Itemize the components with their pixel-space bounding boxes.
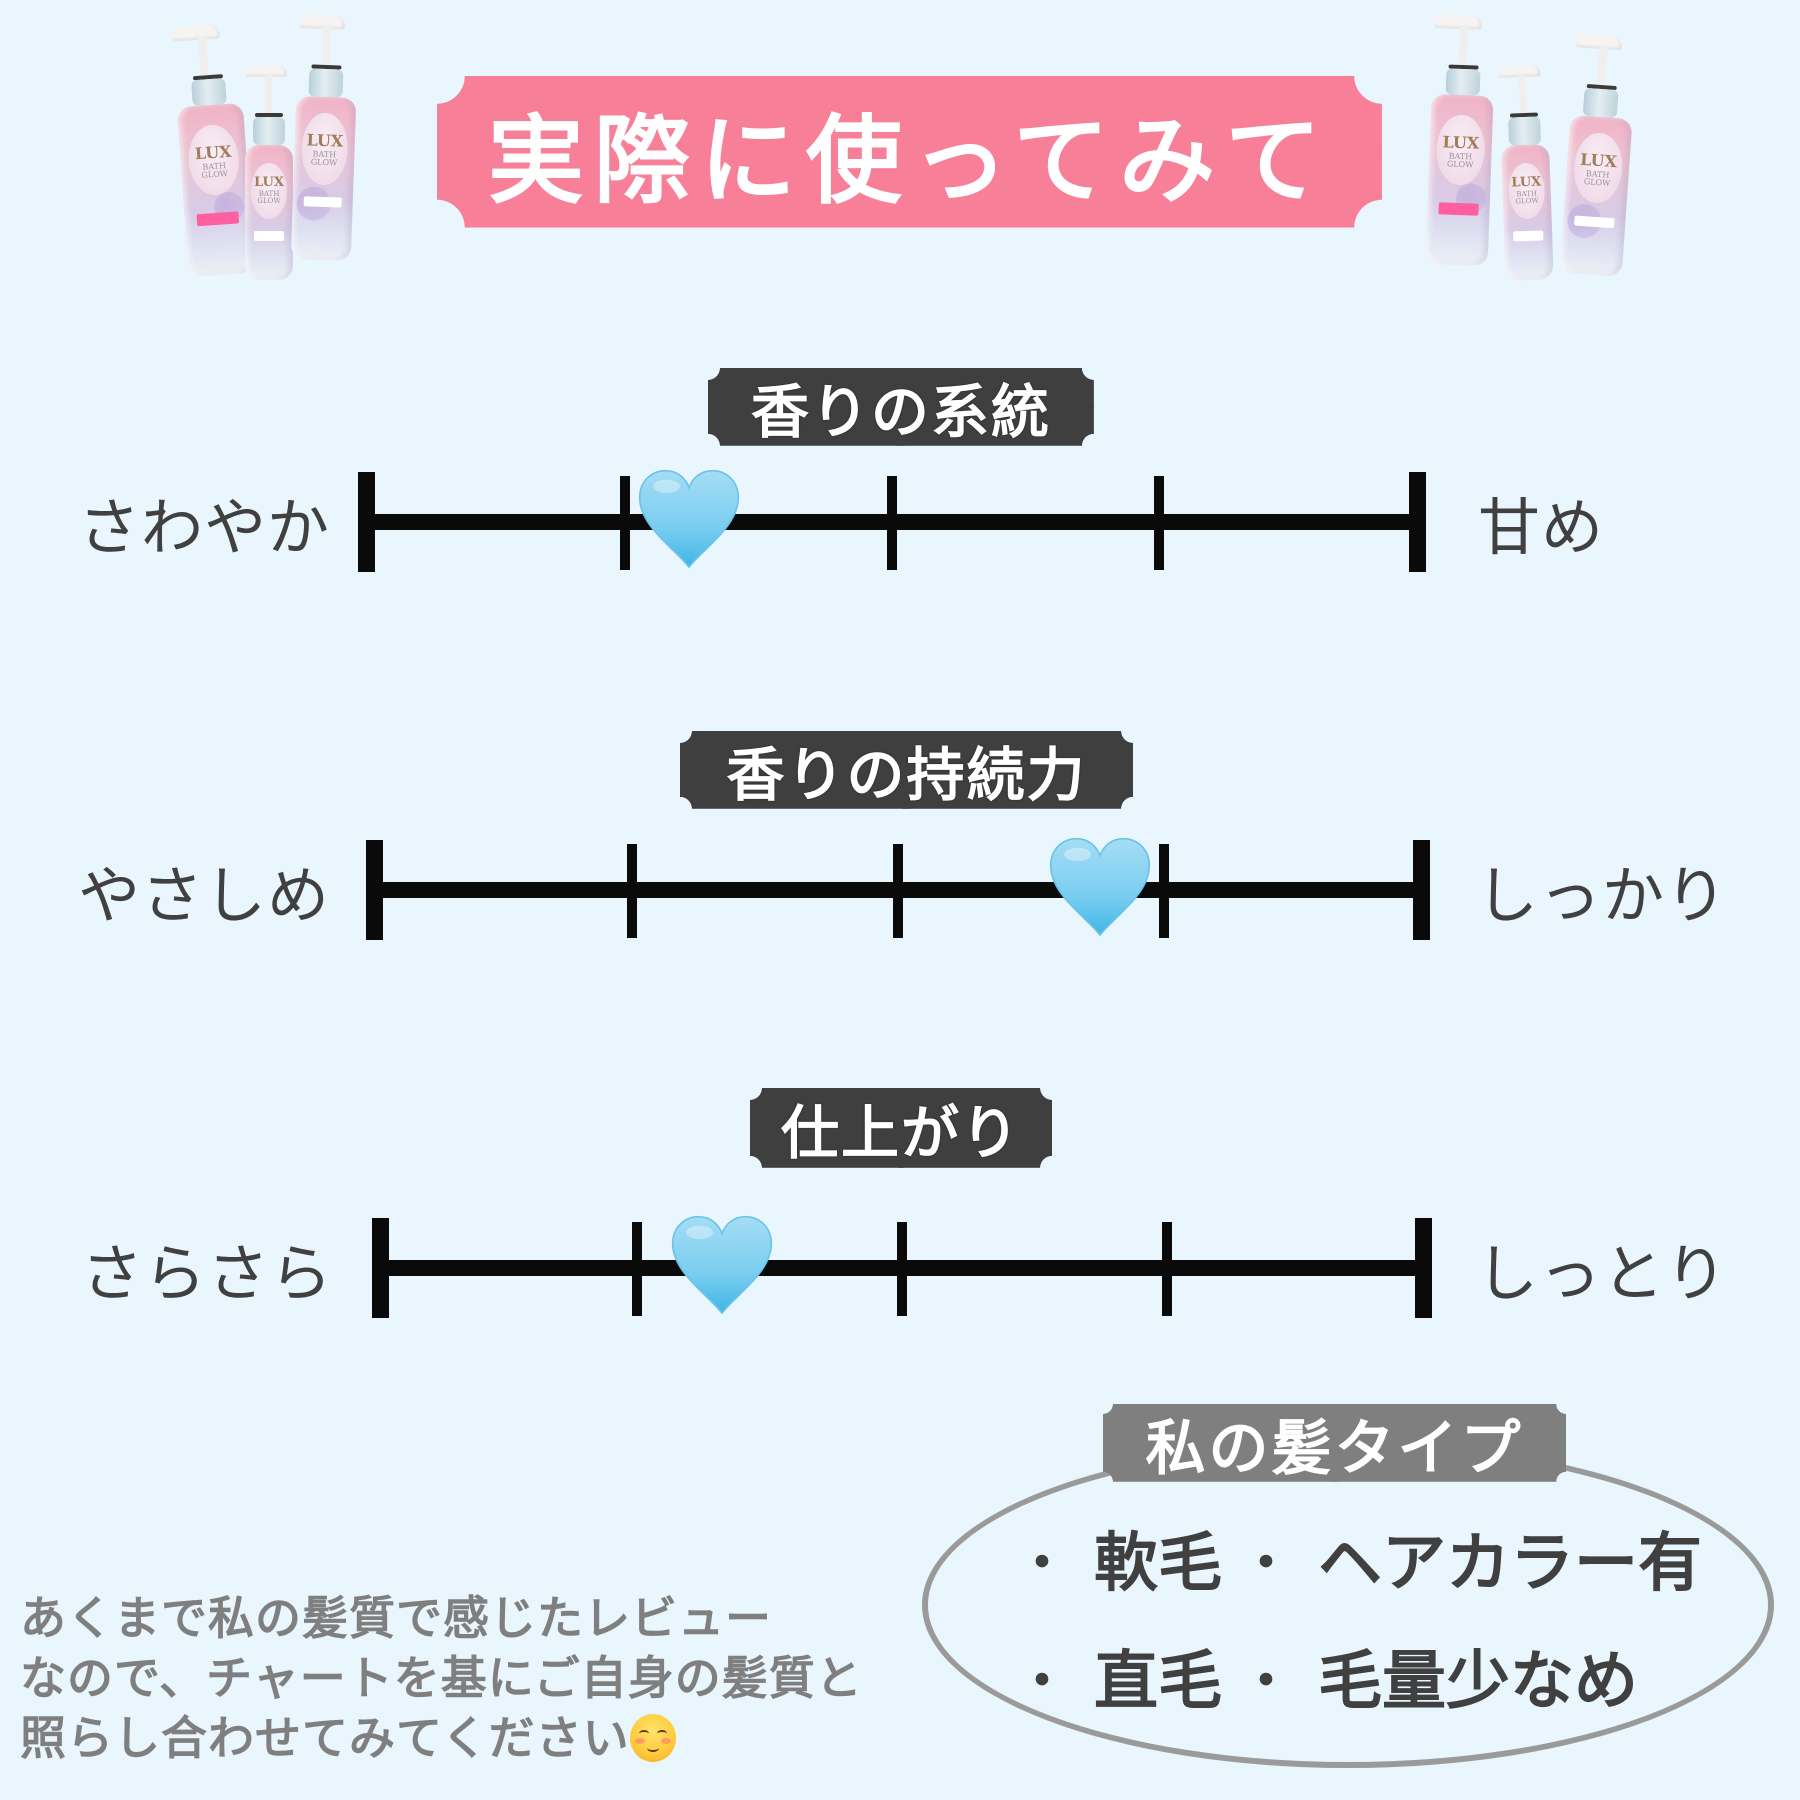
hair-type-item: ・ ヘアカラー有 (1240, 1512, 1702, 1604)
section-title: 香りの系統 (708, 368, 1094, 446)
smiling-face-icon (629, 1714, 676, 1762)
scale-right-label: しっかり (1476, 859, 1729, 932)
section-title: 仕上がり (750, 1088, 1052, 1168)
scale-end-cap (1409, 472, 1426, 572)
scale-start-cap (372, 1218, 389, 1318)
scale-tick (627, 844, 637, 938)
scale-tick (1159, 844, 1169, 938)
scale-right-label: しっとり (1476, 1237, 1729, 1310)
bullet: ・ (1016, 1651, 1069, 1712)
scale-tick (897, 1222, 907, 1316)
scale-left-label: やさしめ (77, 859, 330, 932)
light-blue-heart-icon (633, 464, 745, 576)
disclaimer-text: あくまで私の髪質で感じたレビュー なので、チャートを基にご自身の髪質と 照らし合… (20, 1588, 980, 1768)
scale-end-cap (1415, 1218, 1432, 1318)
light-blue-heart-icon (666, 1210, 778, 1322)
scale-tick (632, 1222, 642, 1316)
scale-tick (887, 476, 897, 570)
disclaimer-line: あくまで私の髪質で感じたレビュー (20, 1591, 772, 1645)
bullet: ・ (1240, 1533, 1293, 1594)
scale-tick (1154, 476, 1164, 570)
scale-tick (1162, 1222, 1172, 1316)
disclaimer-line: 照らし合わせてみてください (20, 1711, 630, 1765)
disclaimer-line: なので、チャートを基にご自身の髪質と (20, 1651, 863, 1705)
light-blue-heart-icon (1044, 832, 1156, 944)
hair-type-item: ・ 軟毛 (1016, 1512, 1222, 1604)
scale-right-label: 甘め (1478, 491, 1605, 564)
disclaimer-line-last: 照らし合わせてみてください (20, 1708, 980, 1768)
section-title-text: 香りの持続力 (726, 741, 1087, 809)
rating-scale: さわやか 甘め (0, 452, 1800, 592)
scale-start-cap (366, 840, 383, 940)
scale-end-cap (1413, 840, 1430, 940)
page-title: 実際に使ってみて (437, 76, 1382, 228)
bullet: ・ (1016, 1533, 1069, 1594)
bullet: ・ (1240, 1651, 1293, 1712)
hair-type-title-text: 私の髪タイプ (1145, 1413, 1524, 1484)
hair-type-item: ・ 直毛 (1016, 1630, 1222, 1722)
hair-type-item-text: 毛量少なめ (1318, 1645, 1639, 1719)
section-title-text: 仕上がり (780, 1099, 1021, 1167)
rating-scale: やさしめ しっかり (0, 820, 1800, 960)
section-title-text: 香りの系統 (750, 378, 1051, 446)
hair-type-item-text: 直毛 (1094, 1645, 1223, 1719)
hair-type-item: ・ 毛量少なめ (1240, 1630, 1638, 1722)
hair-type-item-text: 軟毛 (1094, 1527, 1223, 1601)
scale-tick (620, 476, 630, 570)
scale-left-label: さらさら (80, 1237, 333, 1310)
hair-type-item-text: ヘアカラー有 (1318, 1527, 1703, 1601)
hair-type-title: 私の髪タイプ (1103, 1404, 1566, 1484)
section-title: 香りの持続力 (680, 731, 1133, 809)
scale-start-cap (358, 472, 375, 572)
scale-tick (893, 844, 903, 938)
rating-scale: さらさら しっとり (0, 1198, 1800, 1338)
scale-left-label: さわやか (77, 491, 330, 564)
page-title-text: 実際に使ってみて (487, 104, 1332, 217)
